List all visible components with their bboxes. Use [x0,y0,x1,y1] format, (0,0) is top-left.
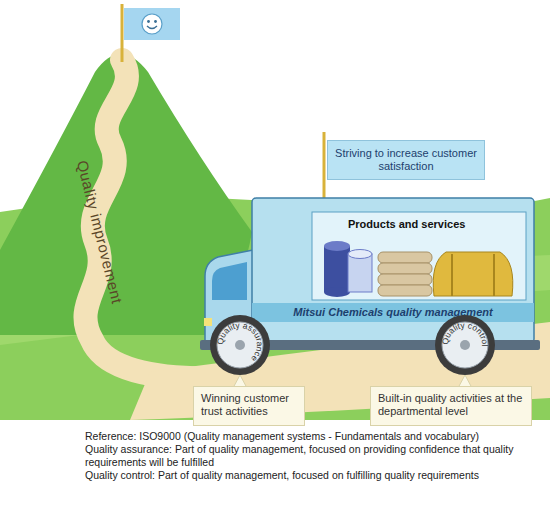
smiley-mouth [147,26,157,29]
sack-strap [493,254,495,296]
can [348,254,372,292]
sack-strap [451,254,453,296]
flag-pole [121,4,124,62]
smiley-eye [154,20,157,23]
wheel-graphic: Quality assurance [210,315,270,375]
can-top [348,250,372,259]
note-text: Quality control: Part of quality managem… [85,469,545,482]
big-sack [433,252,513,296]
wheel-text: Quality assurance [215,320,265,364]
wheel-circle: Quality control [435,315,495,375]
wheel-graphic: Quality control [435,315,495,375]
sack-stack [378,263,432,274]
management-band: Mitsui Chemicals quality management [252,303,534,322]
wheel-label: Quality assurance [215,320,265,364]
tire [435,315,495,375]
satisfaction-flag: Striving to increase customer satisfacti… [327,140,485,180]
sack-stack [378,285,432,296]
cargo-window [312,212,526,300]
flag-text: Striving to increase customer satisfacti… [332,147,480,173]
drum [324,246,350,292]
callout-text: Built-in quality activities at the depar… [378,392,524,418]
truck-headlight [204,318,212,326]
tire [210,315,270,375]
drum-base [324,287,350,297]
note-text: Quality assurance: Part of quality manag… [85,443,545,469]
hub-center [460,340,470,350]
cargo-box: Products and services [312,212,526,300]
summit-flag [124,8,180,40]
drum-top [324,241,350,251]
note-text: Reference: ISO9000 (Quality management s… [85,430,545,443]
hub-center [235,340,245,350]
callout-box: Built-in quality activities at the depar… [370,386,532,426]
callout-text: Winning customer trust activities [201,392,297,418]
truck-windshield [212,262,247,300]
sack-stack [378,252,432,263]
wheel-circle: Quality assurance [210,315,270,375]
smiley-eye [147,20,150,23]
smiley-face [142,14,162,34]
sack-stack [378,274,432,285]
notes-block: Reference: ISO9000 (Quality management s… [85,430,545,482]
wheel-label: Quality control [440,320,490,347]
cargo-text: Products and services [348,218,465,230]
truck-body [252,198,534,343]
truck-flag-pole [323,132,326,200]
band-text: Mitsui Chemicals quality management [252,303,534,322]
callout-box: Winning customer trust activities [193,386,305,426]
wheel-text: Quality control [440,320,490,347]
